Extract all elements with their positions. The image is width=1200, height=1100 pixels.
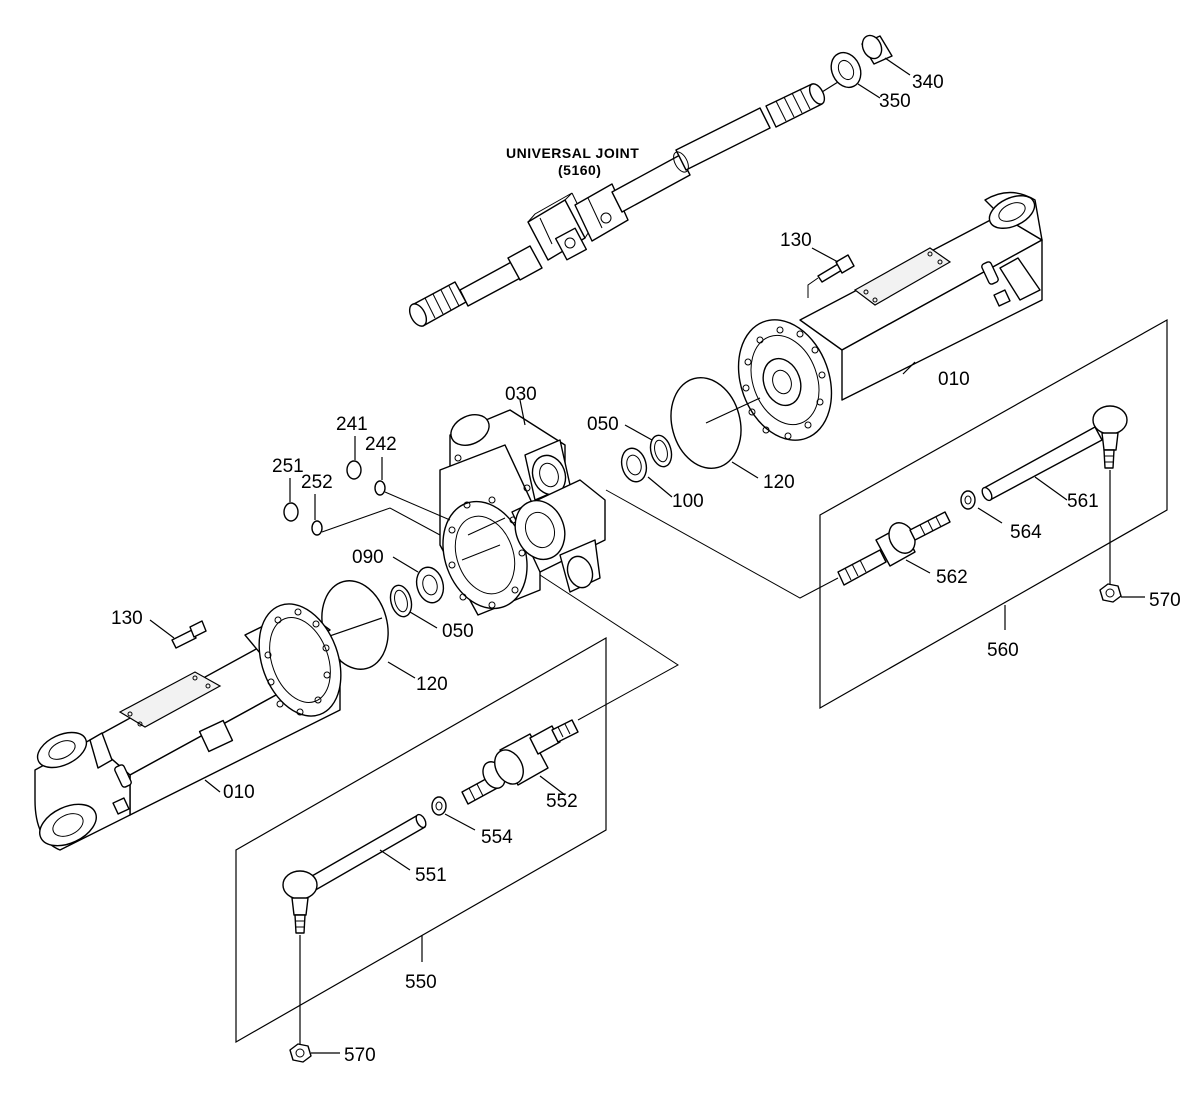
label-564: 564 bbox=[1010, 522, 1042, 543]
part-010-right-housing bbox=[737, 191, 1043, 441]
part-340-bushing bbox=[861, 34, 893, 65]
label-241: 241 bbox=[336, 414, 368, 435]
label-030: 030 bbox=[505, 384, 537, 405]
label-561: 561 bbox=[1067, 491, 1099, 512]
label-340: 340 bbox=[912, 72, 944, 93]
label-090: 090 bbox=[352, 547, 384, 568]
label-130-left: 130 bbox=[111, 608, 143, 629]
label-554: 554 bbox=[481, 827, 513, 848]
drive-shaft bbox=[408, 81, 839, 327]
part-050-snapring-mid bbox=[389, 584, 413, 618]
part-554-nut bbox=[431, 796, 447, 816]
label-120-right: 120 bbox=[763, 472, 795, 493]
part-090-bearing bbox=[415, 566, 445, 604]
part-242-oring bbox=[374, 480, 386, 496]
part-551-tie-rod bbox=[282, 813, 427, 934]
part-564-nut bbox=[960, 490, 976, 510]
label-551: 551 bbox=[415, 865, 447, 886]
part-130-bolt-left bbox=[149, 619, 207, 649]
label-242: 242 bbox=[365, 434, 397, 455]
part-050-snapring-right bbox=[649, 434, 673, 468]
part-010-left-housing bbox=[34, 603, 342, 851]
label-562: 562 bbox=[936, 567, 968, 588]
part-552-ball-joint bbox=[461, 719, 579, 805]
label-560: 560 bbox=[987, 640, 1019, 661]
part-561-tie-rod bbox=[981, 405, 1128, 502]
assembly-box-560 bbox=[819, 318, 1168, 710]
label-552: 552 bbox=[546, 791, 578, 812]
assembly-box-550 bbox=[235, 636, 607, 1044]
label-120-left: 120 bbox=[416, 674, 448, 695]
part-562-ball-joint bbox=[837, 511, 951, 586]
label-050-mid: 050 bbox=[442, 621, 474, 642]
annotation-universal-joint-code: (5160) bbox=[558, 162, 601, 178]
label-130-top: 130 bbox=[780, 230, 812, 251]
part-570-nut-bottom bbox=[289, 935, 312, 1063]
label-350: 350 bbox=[879, 91, 911, 112]
part-241-plug bbox=[346, 460, 362, 480]
part-252-oring bbox=[311, 520, 323, 536]
label-570-right: 570 bbox=[1149, 590, 1181, 611]
part-120-oring-right bbox=[670, 377, 761, 479]
part-030-center-housing bbox=[439, 409, 606, 616]
label-570-bottom: 570 bbox=[344, 1045, 376, 1066]
label-050-top: 050 bbox=[587, 414, 619, 435]
label-010-left: 010 bbox=[223, 782, 255, 803]
part-100-bearing bbox=[620, 447, 648, 483]
label-251: 251 bbox=[272, 456, 304, 477]
part-350-seal bbox=[830, 51, 862, 89]
label-100: 100 bbox=[672, 491, 704, 512]
label-252: 252 bbox=[301, 472, 333, 493]
annotation-universal-joint: UNIVERSAL JOINT bbox=[506, 145, 639, 161]
part-130-bolt-right bbox=[807, 247, 855, 298]
part-251-plug bbox=[283, 502, 299, 522]
label-550: 550 bbox=[405, 972, 437, 993]
label-010-right: 010 bbox=[938, 369, 970, 390]
part-570-nut-right bbox=[1099, 470, 1122, 603]
